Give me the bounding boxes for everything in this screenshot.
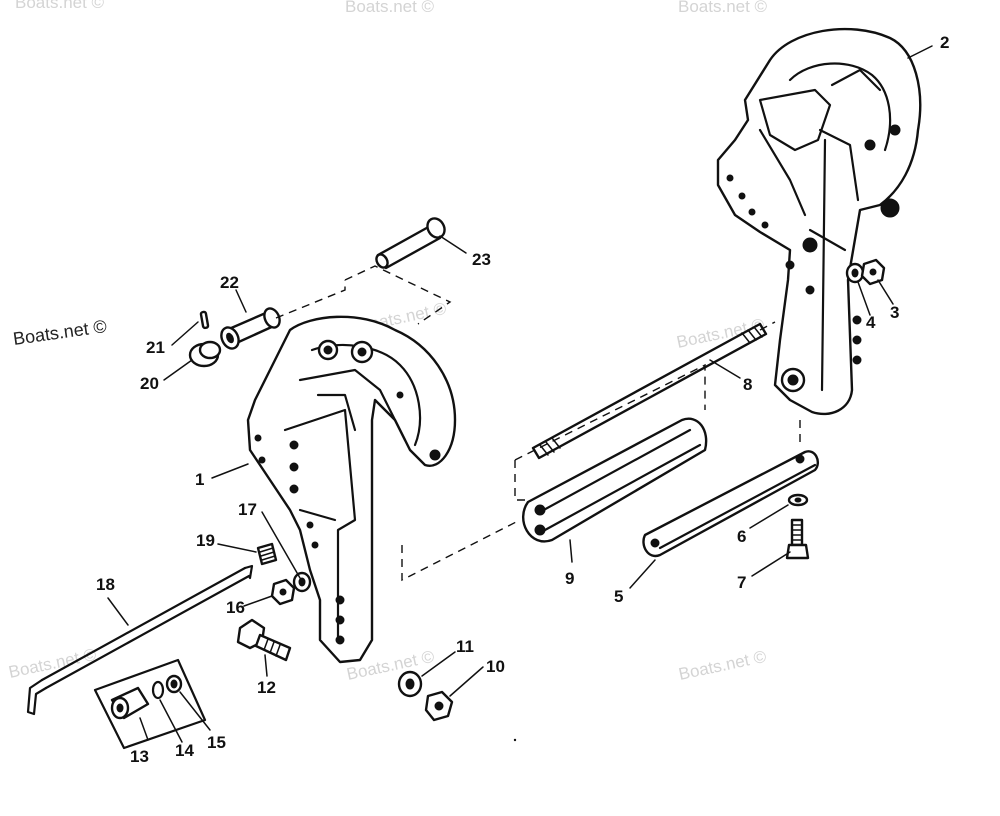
bushing: [220, 307, 281, 350]
nut-10: [424, 690, 454, 722]
stray-mark: [513, 738, 517, 742]
kit-box: [93, 658, 207, 750]
link-bar: [642, 450, 819, 558]
callout-23: 23: [472, 250, 491, 269]
watermark-bottom-right: Boats.net ©: [677, 647, 769, 684]
transom-bracket-right: [716, 27, 922, 416]
watermark-top-center: Boats.net ©: [345, 0, 435, 16]
callout-labels: 1 2 3 4 5 6 7 8 9 10 11 12 13 14 15 16 1…: [96, 33, 949, 766]
spacer-tube: [522, 417, 708, 543]
grease-fitting: [256, 542, 278, 566]
knob-13: [110, 686, 150, 720]
callout-17: 17: [238, 500, 257, 519]
o-ring-14: [151, 680, 165, 700]
nut-16: [270, 578, 296, 606]
washer-17: [292, 571, 312, 593]
callout-2: 2: [940, 33, 949, 52]
callout-8: 8: [743, 375, 752, 394]
transom-bracket-left: [246, 315, 457, 664]
washer-11: [397, 670, 423, 698]
assembly-lines: [275, 265, 801, 582]
callout-19: 19: [196, 531, 215, 550]
callout-1: 1: [195, 470, 204, 489]
tie-rod: [531, 322, 768, 460]
callout-20: 20: [140, 374, 159, 393]
callout-11: 11: [456, 637, 474, 656]
callout-21: 21: [146, 338, 165, 357]
callout-7: 7: [737, 573, 746, 592]
bushing-15: [165, 674, 183, 694]
bolt-12: [236, 618, 292, 662]
callout-4: 4: [866, 313, 876, 332]
watermark-top-right: Boats.net ©: [678, 0, 768, 16]
callout-3: 3: [890, 303, 899, 322]
leader-lines: [107, 45, 933, 743]
callout-22: 22: [220, 273, 239, 292]
pivot-pin: [375, 217, 446, 270]
callout-6: 6: [737, 527, 746, 546]
watermark-top-left: Boats.net ©: [15, 0, 105, 12]
callout-12: 12: [257, 678, 276, 697]
callout-9: 9: [565, 569, 574, 588]
callout-16: 16: [226, 598, 245, 617]
nut-3: [860, 258, 886, 286]
callout-10: 10: [486, 657, 505, 676]
callout-13: 13: [130, 747, 149, 766]
washer-4: [845, 262, 865, 284]
watermark-bottom-left: Boats.net ©: [7, 645, 99, 682]
washer-6: [787, 493, 809, 507]
callout-15: 15: [207, 733, 226, 752]
callout-14: 14: [175, 741, 194, 760]
end-cap: [188, 340, 222, 368]
rod-18: [26, 564, 254, 716]
cotter-pin: [199, 310, 210, 330]
watermark-main: Boats.net ©: [12, 316, 108, 349]
callout-18: 18: [96, 575, 115, 594]
callout-5: 5: [614, 587, 623, 606]
